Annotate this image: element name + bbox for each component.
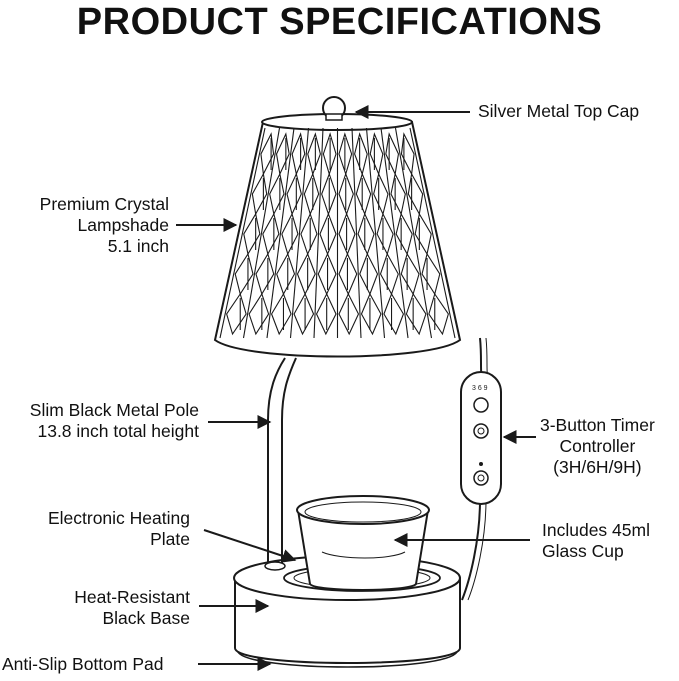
shade-rib xyxy=(242,127,281,339)
crystal-facet xyxy=(338,292,360,336)
timer-marks: 3 6 9 xyxy=(472,385,488,392)
label-bottom-pad: Anti-Slip Bottom Pad xyxy=(2,654,164,674)
crystal-facet xyxy=(405,292,427,336)
page-title: PRODUCT SPECIFICATIONS xyxy=(76,1,603,43)
timer-button xyxy=(473,397,489,413)
crystal-facet xyxy=(315,292,337,336)
label-heating-plate: Electronic Heating Plate xyxy=(47,508,190,549)
dimmer-button xyxy=(473,470,489,486)
shade-rib xyxy=(266,127,295,339)
label-glass-cup: Includes 45ml Glass Cup xyxy=(542,520,650,561)
bottom-pad xyxy=(237,651,458,668)
top-cap xyxy=(322,96,346,121)
crystal-facet xyxy=(293,292,315,336)
shade-rib xyxy=(219,127,266,339)
glass-cup xyxy=(296,495,430,591)
shade-rib xyxy=(409,127,456,339)
arrow-heating-plate xyxy=(203,529,297,563)
crystal-facet xyxy=(383,292,405,336)
crystal-facet xyxy=(360,292,382,336)
shade-rib xyxy=(289,127,310,339)
power-cord-lower xyxy=(461,499,481,601)
crystal-lampshade xyxy=(213,113,462,358)
power-button xyxy=(473,423,489,439)
shade-rib xyxy=(365,127,386,339)
shade-rib xyxy=(394,127,433,339)
shade-rib xyxy=(313,127,324,339)
label-pole: Slim Black Metal Pole 13.8 inch total he… xyxy=(29,400,199,441)
label-lampshade: Premium Crystal Lampshade 5.1 inch xyxy=(39,194,169,256)
label-base: Heat-Resistant Black Base xyxy=(74,587,190,628)
crystal-facet xyxy=(270,292,292,336)
shade-rib xyxy=(351,127,362,339)
label-top-cap: Silver Metal Top Cap xyxy=(478,101,640,121)
crystal-facet xyxy=(248,292,270,336)
metal-pole xyxy=(264,357,297,571)
indicator-dot xyxy=(479,462,483,466)
timer-controller: 3 6 9 xyxy=(460,371,502,505)
label-timer: 3-Button Timer Controller (3H/6H/9H) xyxy=(540,415,655,477)
crystal-facet xyxy=(226,292,247,336)
crystal-facet xyxy=(428,292,449,336)
shade-rib xyxy=(380,127,409,339)
